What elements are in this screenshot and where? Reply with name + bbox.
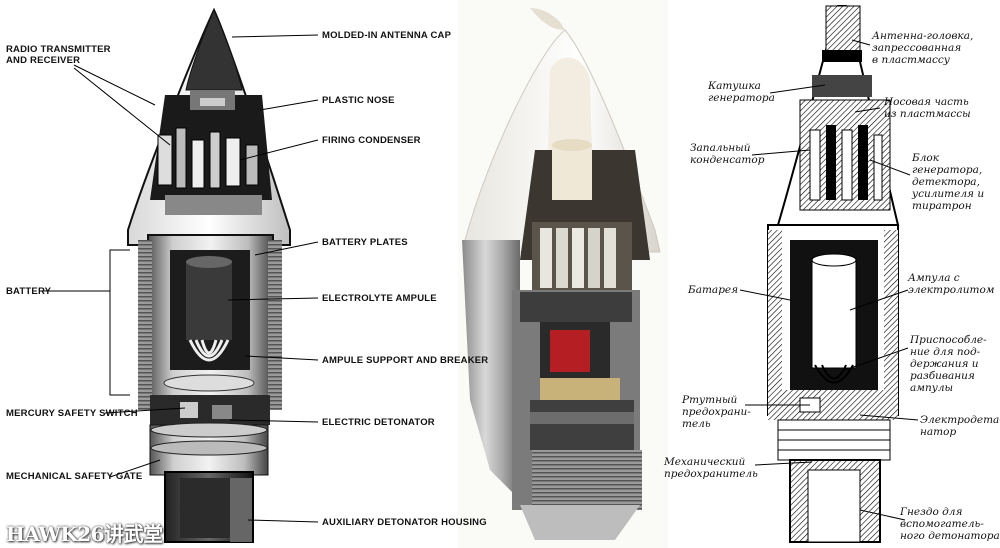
label-ru-mechanical: Механический предохранитель <box>664 456 758 480</box>
label-battery: BATTERY <box>6 286 52 297</box>
label-ru-ampule: Ампула с электролитом <box>908 272 995 296</box>
label-ru-device: Приспособле- ние для под- держания и раз… <box>910 334 987 394</box>
middle-photo <box>458 0 668 548</box>
label-ru-block: Блок генератора, детектора, усилителя и … <box>912 152 985 212</box>
label-electrolyte-ampule: ELECTROLYTE AMPULE <box>322 293 437 304</box>
label-ru-socket: Гнездо для вспомогатель- ного детонатора <box>900 506 1000 542</box>
label-radio-transmitter: RADIO TRANSMITTER AND RECEIVER <box>6 44 111 66</box>
label-firing-condenser: FIRING CONDENSER <box>322 135 421 146</box>
label-ru-coil: Катушка генератора <box>708 80 775 104</box>
label-mercury-switch: MERCURY SAFETY SWITCH <box>6 408 138 419</box>
watermark: HAWK26讲武堂 <box>6 522 163 546</box>
right-leader-lines <box>739 39 919 521</box>
label-plastic-nose: PLASTIC NOSE <box>322 95 395 106</box>
label-electric-detonator: ELECTRIC DETONATOR <box>322 417 435 428</box>
label-battery-plates: BATTERY PLATES <box>322 237 408 248</box>
label-ru-nose: Носовая часть из пластмассы <box>884 96 971 120</box>
label-ru-detonator: Электродета- натор <box>920 414 1000 438</box>
label-ru-condenser: Запальный конденсатор <box>690 142 765 166</box>
left-leader-lines <box>40 34 319 523</box>
label-ru-battery: Батарея <box>688 284 739 296</box>
right-drawing <box>767 5 900 543</box>
label-ru-mercury: Ртутный предохрани- тель <box>682 394 751 430</box>
left-cutaway <box>127 7 291 543</box>
label-antenna-cap: MOLDED-IN ANTENNA CAP <box>322 30 452 41</box>
label-ampule-support: AMPULE SUPPORT AND BREAKER <box>322 355 489 366</box>
label-aux-housing: AUXILIARY DETONATOR HOUSING <box>322 517 487 528</box>
label-mechanical-gate: MECHANICAL SAFETY GATE <box>6 471 143 482</box>
label-ru-antenna: Антенна-головка, запрессованная в пластм… <box>872 30 974 66</box>
